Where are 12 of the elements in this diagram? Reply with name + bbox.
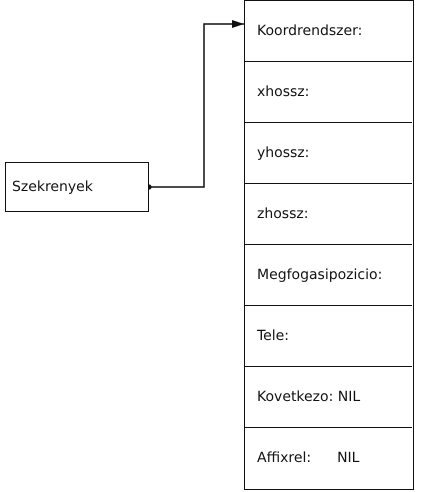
field-label: zhossz: — [257, 206, 308, 222]
field-label: Koordrendszer: — [257, 23, 362, 39]
field-label: Kovetkezo: NIL — [257, 389, 360, 405]
record-box — [244, 0, 414, 490]
field-label: NIL — [337, 450, 360, 466]
field-label: xhossz: — [257, 84, 310, 100]
variable-box — [5, 162, 149, 212]
field-label: Megfogasipozicio: — [257, 267, 382, 283]
field-label: yhossz: — [257, 145, 310, 161]
field-label: Tele: — [257, 328, 290, 344]
field-label: Szekrenyek — [12, 179, 93, 195]
field-label: Affixrel: — [257, 450, 312, 466]
